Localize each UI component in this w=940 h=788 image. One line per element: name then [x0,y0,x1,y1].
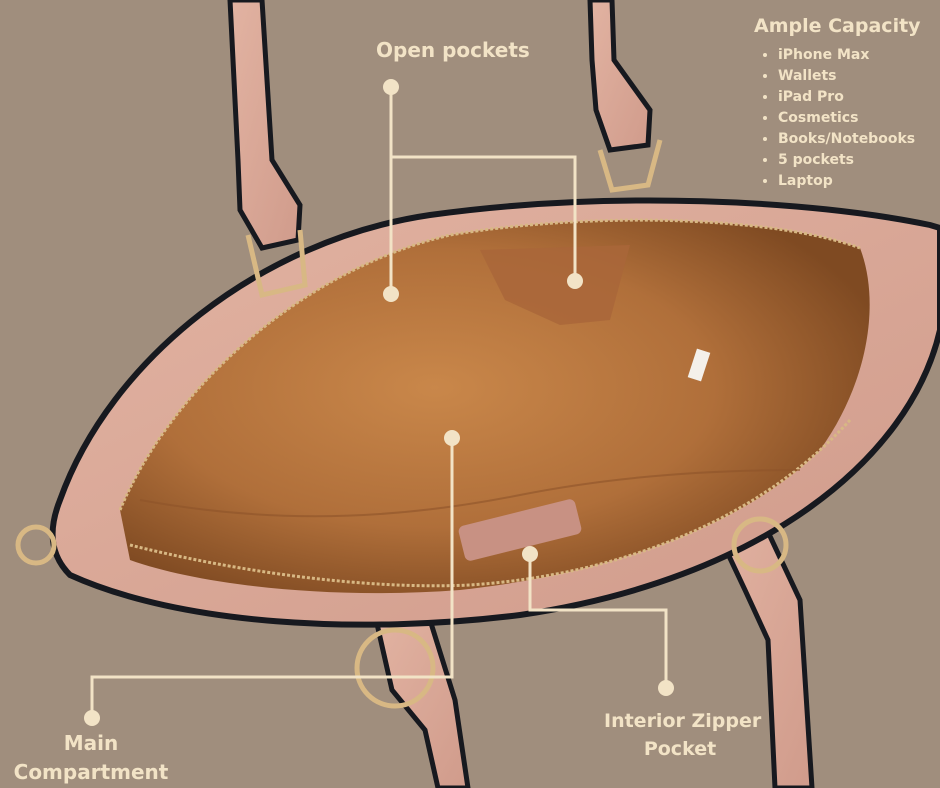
capacity-list: iPhone Max Wallets iPad Pro Cosmetics Bo… [754,45,934,192]
metal-rings [15,139,789,709]
handle-strap-lower-center [371,612,471,788]
callout-lines [90,87,668,718]
capacity-item: iPhone Max [778,45,934,66]
capacity-item: Laptop [778,171,934,192]
capacity-item: Cosmetics [778,108,934,129]
main-compartment-line-2: Compartment [13,760,169,784]
capacity-item: iPad Pro [778,87,934,108]
main-compartment-label: Main Compartment [8,729,174,787]
callout-dots [84,79,674,726]
interior-zipper-line-1: Interior Zipper [604,710,762,732]
capacity-item: Books/Notebooks [778,129,934,150]
capacity-title: Ample Capacity [754,15,921,37]
capacity-panel: Ample Capacity iPhone Max Wallets iPad P… [754,15,934,192]
shoulder-strap-right [587,0,653,153]
bag-body [49,197,940,628]
capacity-item: 5 pockets [778,150,934,171]
open-pockets-label: Open pockets [376,38,530,62]
interior-zipper-pocket-label: Interior Zipper Pocket [604,707,762,763]
interior-zipper-line-2: Pocket [643,738,717,760]
capacity-item: Wallets [778,66,934,87]
shoulder-strap-left [227,0,303,251]
main-compartment-line-1: Main [63,731,119,755]
